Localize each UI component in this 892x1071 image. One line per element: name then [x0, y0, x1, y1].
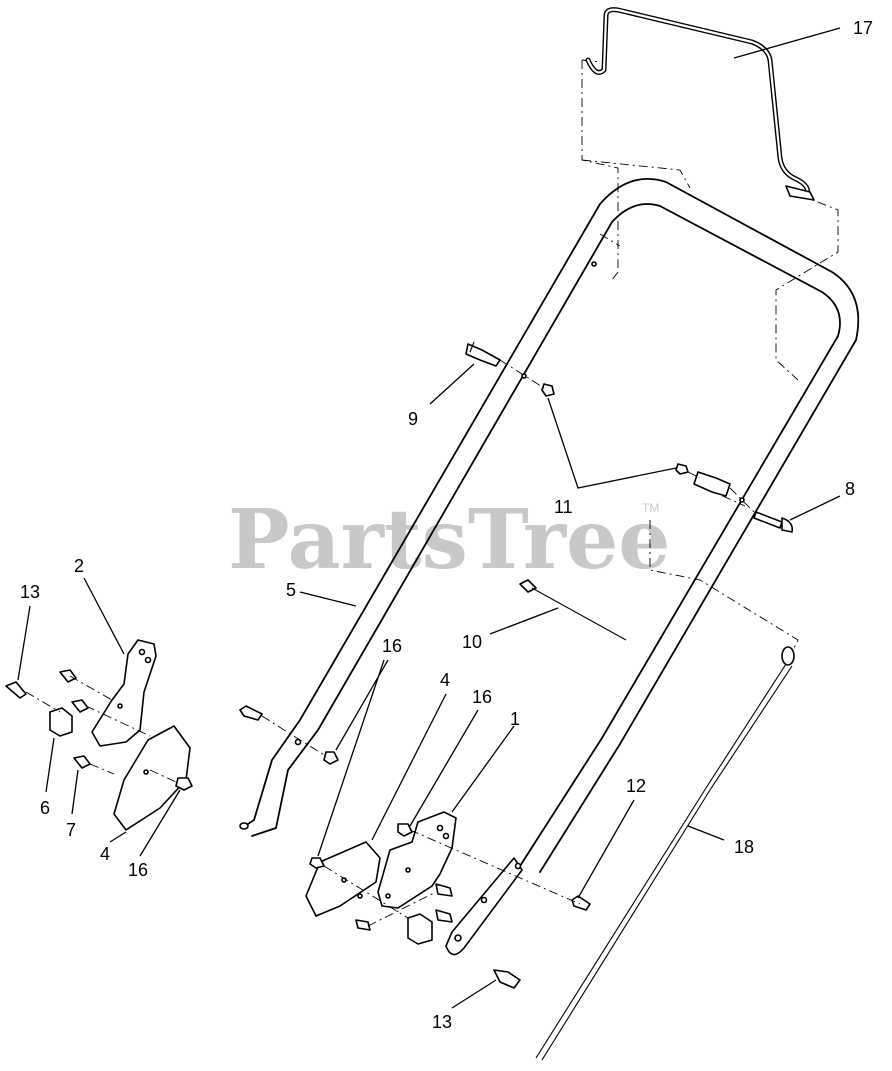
bolt-part-8 [753, 511, 794, 533]
bolt-part-13-upper [5, 681, 27, 699]
callout-9: 9 [408, 409, 418, 429]
callout-7: 7 [66, 820, 76, 840]
handle-lower-end-right [445, 857, 523, 956]
bolts-right-bracket [239, 705, 591, 931]
callout-13-bottom: 13 [432, 1012, 452, 1032]
callout-12: 12 [626, 776, 646, 796]
leader-lines [17, 27, 841, 1009]
bracket-part-2 [91, 639, 157, 747]
callout-11: 11 [554, 497, 573, 517]
partstree-watermark: PartsTree TM [228, 492, 670, 588]
callout-1: 1 [510, 709, 520, 729]
watermark-trademark: TM [642, 501, 659, 515]
spacer-part-6-left [49, 707, 73, 737]
callout-10: 10 [462, 632, 482, 652]
main-handle-part-5 [239, 178, 860, 873]
assembly-lines [25, 359, 757, 927]
nut-part-11 [541, 383, 689, 475]
bracket-part-1 [377, 811, 457, 909]
callout-4-left: 4 [100, 844, 110, 864]
control-cable-part-18 [535, 646, 795, 1061]
nut-part-16-right [309, 751, 413, 869]
cable-block [693, 471, 731, 497]
callout-13-left: 13 [20, 582, 40, 602]
callout-16-upper: 16 [382, 636, 402, 656]
cable-guide-part-9 [465, 341, 501, 367]
watermark-text: PartsTree [228, 492, 670, 588]
callout-18: 18 [734, 837, 754, 857]
spacer-part-6-right [407, 913, 433, 945]
callout-labels: 17 9 11 8 5 10 16 4 16 1 12 18 13 2 6 7 … [20, 18, 873, 1032]
plate-part-4-right [305, 841, 381, 917]
callout-2: 2 [74, 556, 84, 576]
callout-6: 6 [40, 798, 50, 818]
callout-8: 8 [845, 479, 855, 499]
callout-5: 5 [286, 580, 296, 600]
callout-16-middle: 16 [472, 687, 492, 707]
plate-part-4-left [113, 725, 191, 831]
cable-tie-part-10 [519, 579, 627, 641]
callout-17: 17 [853, 18, 873, 38]
bolt-part-13-lower [493, 969, 521, 989]
bail-handle-part-17 [585, 7, 815, 201]
callout-16-left: 16 [128, 860, 148, 880]
callout-4-right: 4 [440, 670, 450, 690]
nut-part-16-left [175, 777, 193, 791]
